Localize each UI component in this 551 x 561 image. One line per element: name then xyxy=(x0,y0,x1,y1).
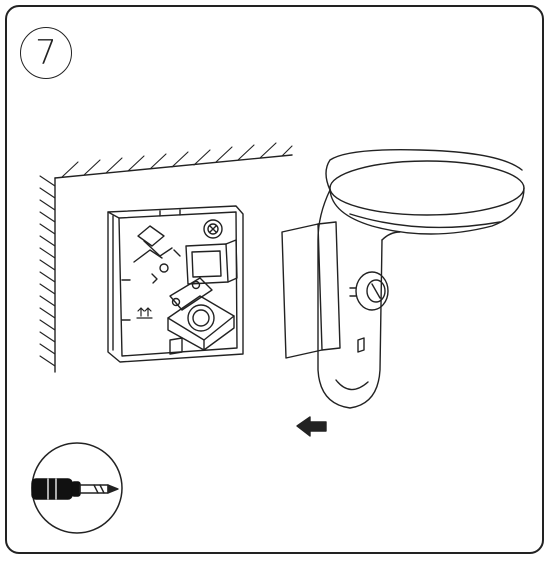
step-number: 7 xyxy=(35,33,57,73)
push-direction-arrow-icon xyxy=(296,416,327,437)
instruction-panel xyxy=(5,5,544,554)
step-number-badge: 7 xyxy=(20,27,72,79)
mounting-plate-icon xyxy=(107,205,244,363)
wall-hatch-icon xyxy=(39,142,293,373)
screwdriver-icon xyxy=(31,442,123,534)
up-arrow-marking-icon xyxy=(136,307,153,319)
lamp-housing-icon xyxy=(281,149,525,409)
